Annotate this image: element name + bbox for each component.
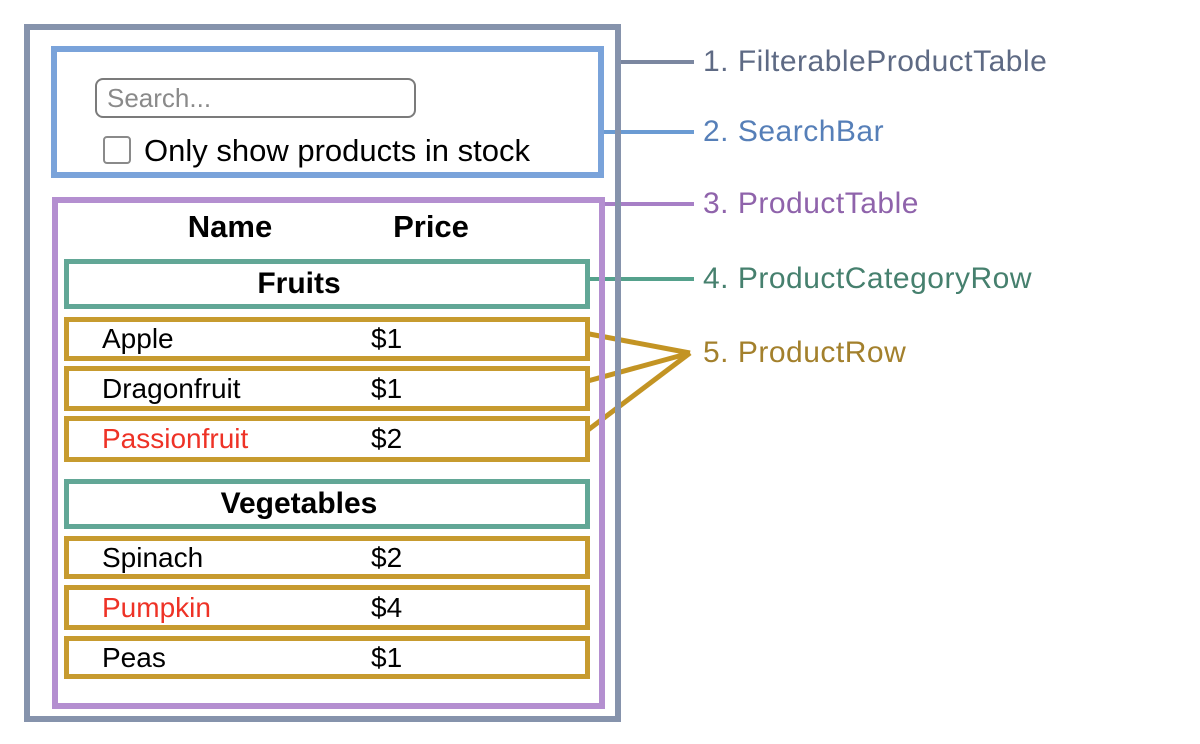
- product-name: Peas: [102, 641, 166, 673]
- product-row-apple: Apple $1: [64, 317, 590, 361]
- in-stock-checkbox-label: Only show products in stock: [144, 133, 530, 168]
- product-row-pumpkin: Pumpkin $4: [64, 585, 590, 630]
- search-input[interactable]: [95, 78, 416, 118]
- search-bar-box: Only show products in stock: [51, 46, 604, 178]
- product-rows-container: Fruits Apple $1 Dragonfruit $1 Passionfr…: [64, 259, 590, 679]
- product-name-out-of-stock: Passionfruit: [102, 423, 249, 454]
- category-row-fruits: Fruits: [64, 259, 590, 309]
- price-column-header: Price: [393, 209, 469, 244]
- product-row-peas: Peas $1: [64, 636, 590, 679]
- product-name: Spinach: [102, 541, 204, 573]
- product-row-spinach: Spinach $2: [64, 536, 590, 579]
- product-name: Apple: [102, 323, 174, 354]
- product-price: $1: [371, 641, 403, 673]
- legend-search-bar: 2. SearchBar: [703, 115, 885, 148]
- product-category-row-connector-line: [584, 277, 694, 281]
- product-price: $1: [371, 323, 403, 354]
- product-price: $1: [371, 372, 403, 404]
- search-bar-connector-line: [598, 130, 694, 134]
- legend-product-category-row: 4. ProductCategoryRow: [703, 262, 1032, 295]
- product-price: $2: [371, 423, 403, 454]
- product-row-passionfruit: Passionfruit $2: [64, 416, 590, 462]
- filterable-product-table-box: Only show products in stock Name Price F…: [24, 24, 621, 722]
- product-name: Dragonfruit: [102, 372, 241, 404]
- name-column-header: Name: [187, 209, 273, 244]
- product-name-out-of-stock: Pumpkin: [102, 591, 211, 623]
- product-table-box: Name Price Fruits Apple $1 Dragonfruit $…: [52, 197, 605, 709]
- in-stock-checkbox[interactable]: [103, 136, 131, 164]
- category-row-vegetables: Vegetables: [64, 479, 590, 529]
- legend-filterable-product-table: 1. FilterableProductTable: [703, 45, 1048, 78]
- product-row-dragonfruit: Dragonfruit $1: [64, 366, 590, 411]
- legend-product-table: 3. ProductTable: [703, 187, 919, 220]
- product-price: $2: [371, 541, 403, 573]
- product-table-connector-line: [599, 202, 694, 206]
- filterable-product-table-connector-line: [621, 60, 694, 64]
- legend-product-row: 5. ProductRow: [703, 336, 907, 369]
- product-price: $4: [371, 591, 403, 623]
